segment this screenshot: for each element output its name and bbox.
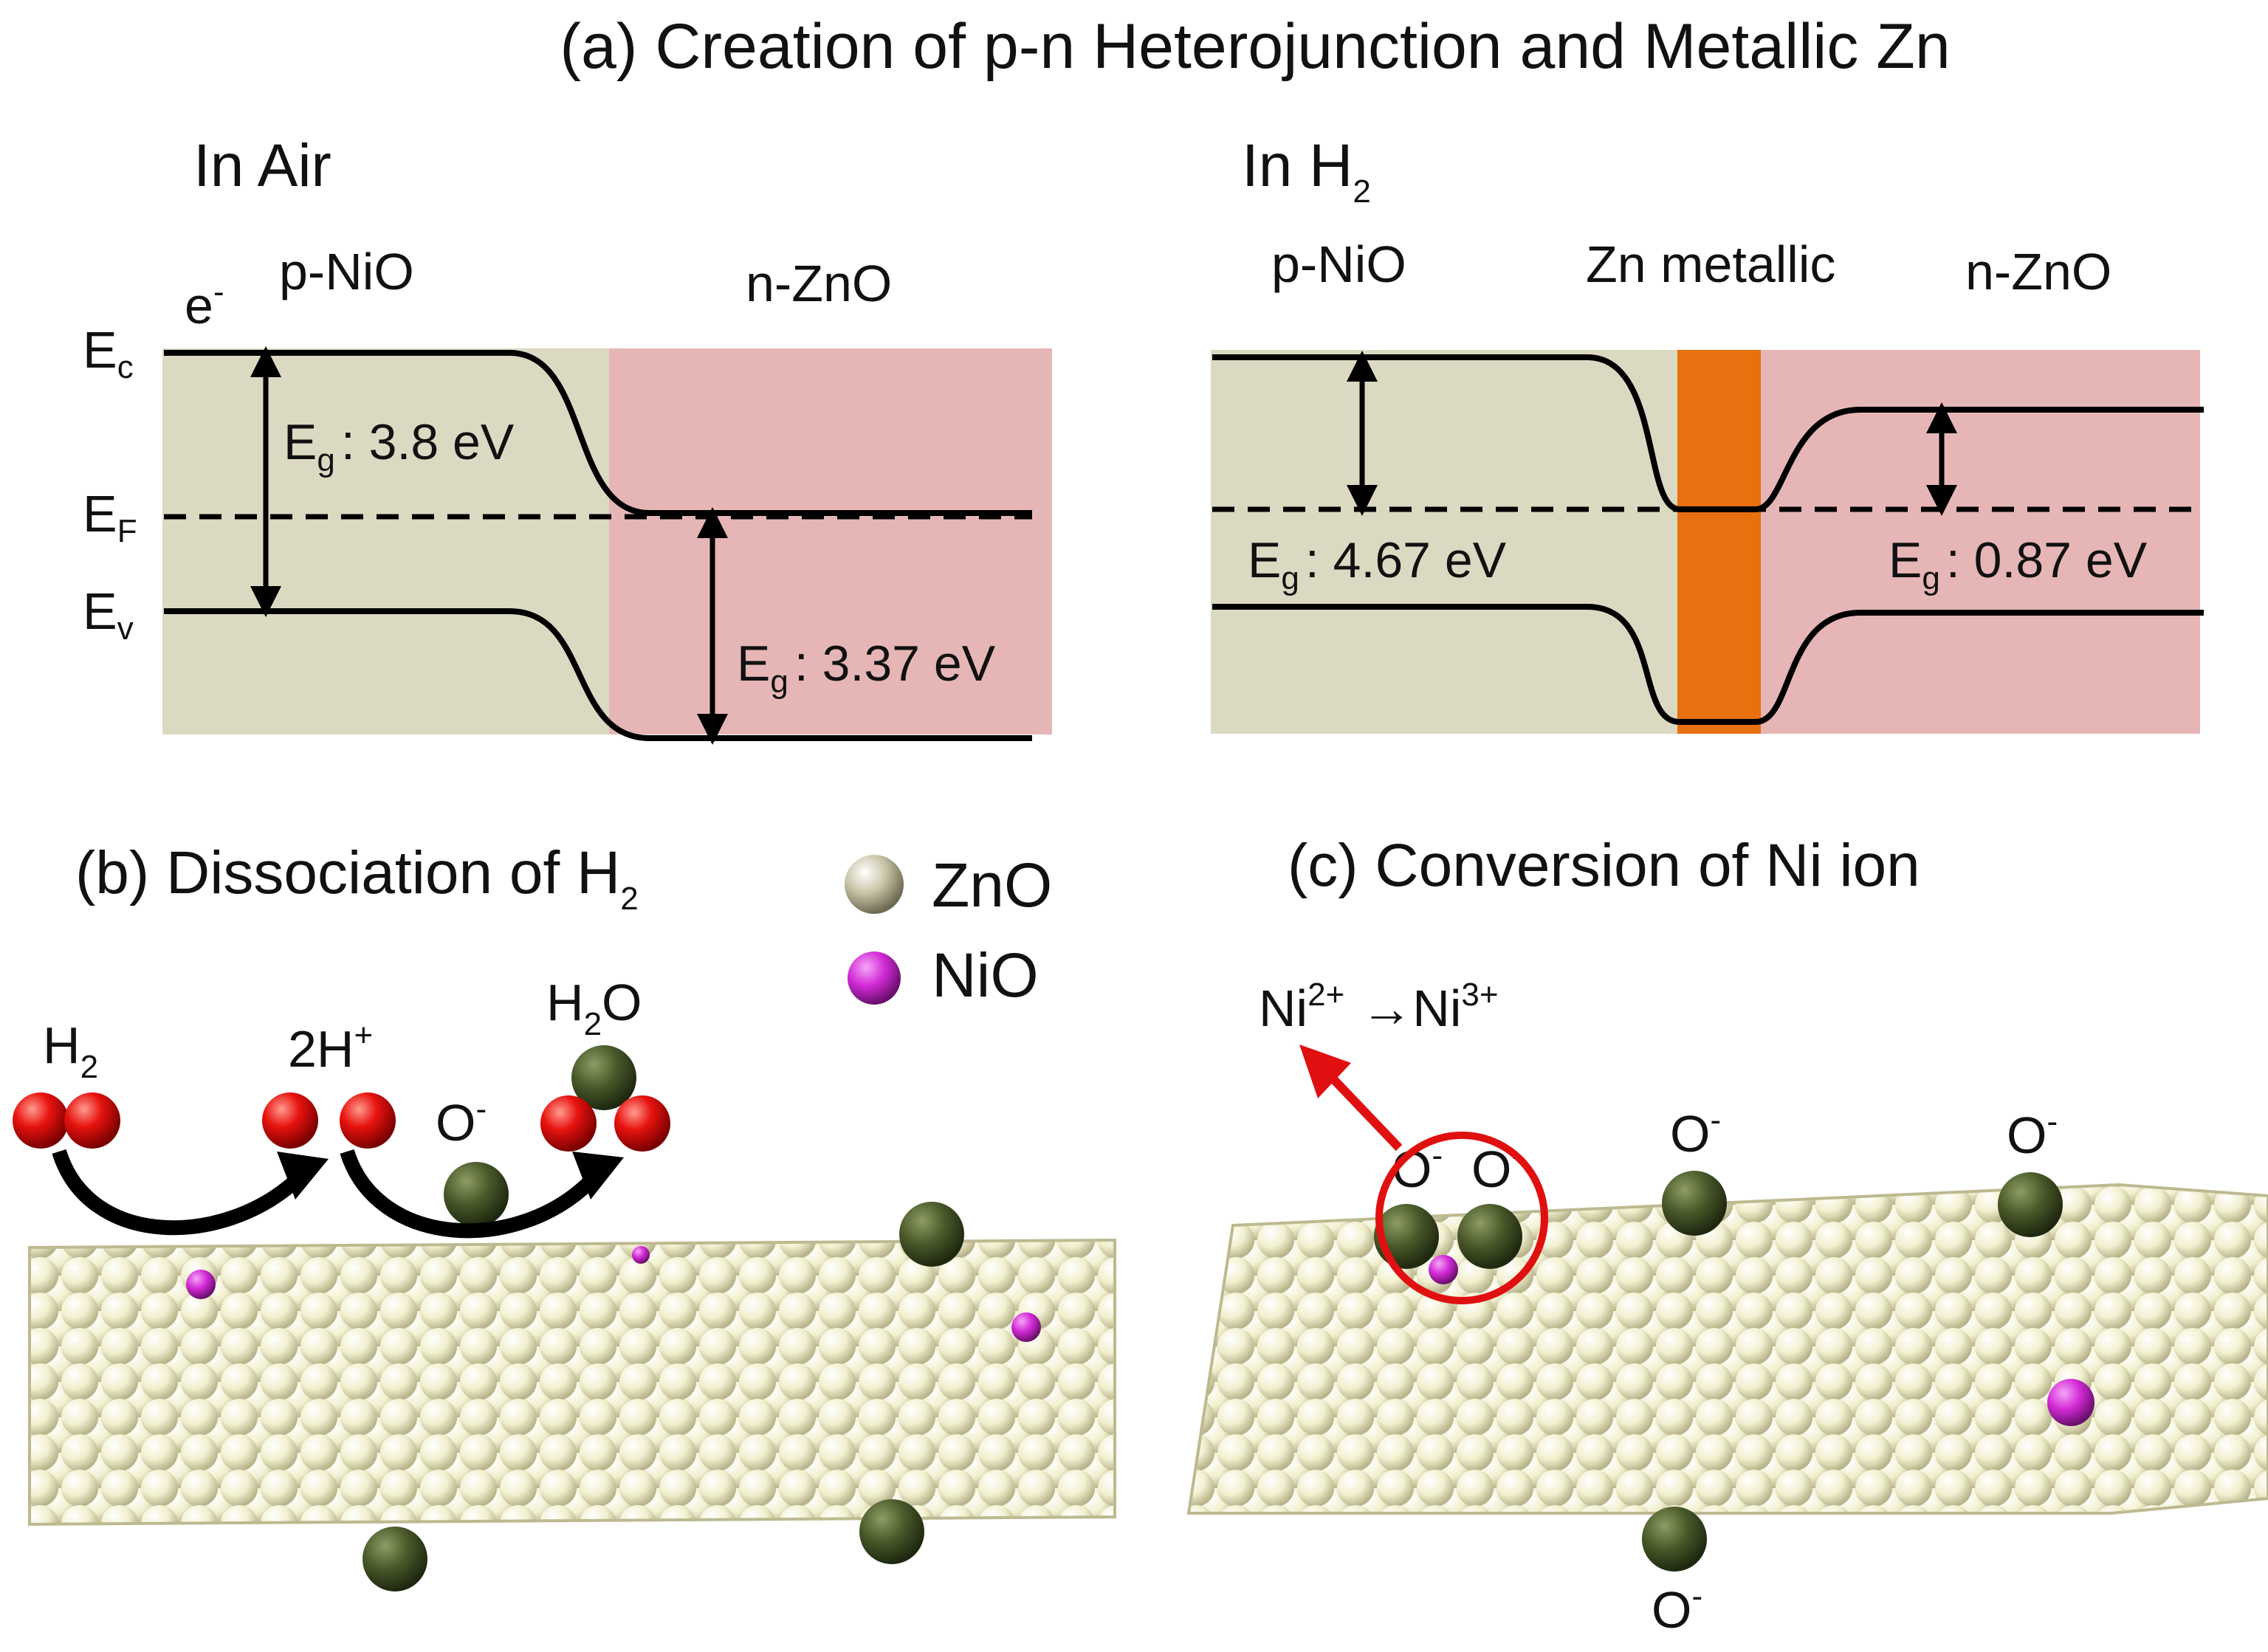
h2-molecule-label: H2: [43, 1016, 98, 1085]
h2-eg-n-label: Eg: 0.87 eV: [1889, 532, 2148, 596]
o-minus-label-b: O-: [436, 1091, 487, 1152]
air-heading: In Air: [193, 132, 331, 199]
legend-nio-swatch: [848, 951, 901, 1005]
zno-nanowire-b: [28, 1238, 1116, 1527]
zno-nanowire-c: [1186, 1183, 2268, 1515]
air-p-nio-label: p-NiO: [279, 243, 414, 300]
reaction-arrow-2-head: [572, 1152, 624, 1200]
air-eg-p-label: Eg: 3.8 eV: [284, 414, 515, 478]
water-hydrogen-atom: [540, 1095, 597, 1152]
air-eg-n-label: Eg: 3.37 eV: [737, 636, 996, 700]
band-diagram-air: In Air p-NiO n-ZnO e- Ec EF Ev Eg: 3.8 e…: [83, 132, 1052, 745]
panel-c: (c) Conversion of Ni ion Ni2+→Ni3+ O- O-…: [1186, 832, 2268, 1639]
highlight-circle: [1375, 1132, 1548, 1304]
electron-label: e-: [185, 274, 224, 334]
h2-n-zno-label: n-ZnO: [1965, 243, 2111, 300]
o-minus-label-c: O-: [1652, 1578, 1702, 1639]
reaction-arrow-1: [52, 1149, 300, 1236]
highlight-arrow-head: [1299, 1044, 1351, 1098]
legend-nio-label: NiO: [932, 940, 1039, 1010]
oxygen-ion: [1662, 1171, 1727, 1236]
h2-valence-band: [1212, 604, 2204, 725]
oxygen-ion: [1642, 1507, 1707, 1572]
oxygen-ion: [362, 1527, 427, 1591]
legend-zno-label: ZnO: [932, 850, 1052, 920]
h2-eg-p-label: Eg: 4.67 eV: [1248, 532, 1507, 596]
nio-particle: [2047, 1379, 2095, 1426]
reaction-arrow-2: [340, 1149, 597, 1239]
panel-b: (b) Dissociation of H2 ZnO NiO H2 2H+ O-…: [13, 839, 1116, 1591]
nio-particle: [186, 1270, 216, 1299]
nio-particle: [632, 1246, 650, 1264]
water-hydrogen-atom: [614, 1095, 670, 1152]
panel-c-title: (c) Conversion of Ni ion: [1288, 832, 1920, 899]
ni-reaction-label: Ni2+→Ni3+: [1259, 977, 1499, 1037]
h2-heading: In H2: [1242, 132, 1371, 210]
panel-b-title: (b) Dissociation of H2: [75, 839, 639, 917]
nio-particle: [1011, 1312, 1041, 1342]
h2-p-nio-label: p-NiO: [1271, 235, 1406, 293]
panel-a-title: (a) Creation of p-n Heterojunction and M…: [560, 11, 1950, 82]
zn-metal-region: [1677, 350, 1761, 734]
reaction-arrow-1-head: [277, 1152, 329, 1200]
oxygen-ion: [899, 1202, 964, 1267]
oxygen-ion: [859, 1499, 924, 1564]
hydrogen-ion: [340, 1092, 396, 1149]
ec-label: Ec: [83, 321, 134, 385]
oxygen-ion: [1998, 1172, 2063, 1237]
air-valence-band: [164, 608, 1032, 741]
hydrogen-ion: [262, 1092, 318, 1149]
air-n-zno-label: n-ZnO: [746, 255, 892, 312]
h-plus-label: 2H+: [288, 1017, 373, 1078]
h2-p-region: [1211, 350, 1677, 734]
hydrogen-atom: [13, 1092, 69, 1149]
ev-label: Ev: [83, 582, 134, 647]
o-minus-label-c: O-: [2007, 1104, 2058, 1164]
nio-particle: [1429, 1255, 1458, 1284]
legend-zno-swatch: [845, 855, 904, 914]
air-conduction-band: [164, 350, 1032, 516]
water-label: H2O: [546, 974, 642, 1042]
hydrogen-atom: [64, 1092, 120, 1149]
oxygen-ion: [1457, 1204, 1522, 1269]
water-oxygen-atom: [571, 1045, 636, 1110]
o-minus-label-c: O-: [1670, 1102, 1721, 1163]
air-n-region: [609, 348, 1052, 734]
ef-label: EF: [83, 485, 137, 549]
band-diagram-h2: In H2 p-NiO Zn metallic n-ZnO Eg: 4.67 e…: [1211, 132, 2204, 734]
oxygen-ion: [444, 1162, 509, 1227]
zn-metallic-label: Zn metallic: [1586, 235, 1835, 293]
air-p-region: [162, 348, 609, 734]
